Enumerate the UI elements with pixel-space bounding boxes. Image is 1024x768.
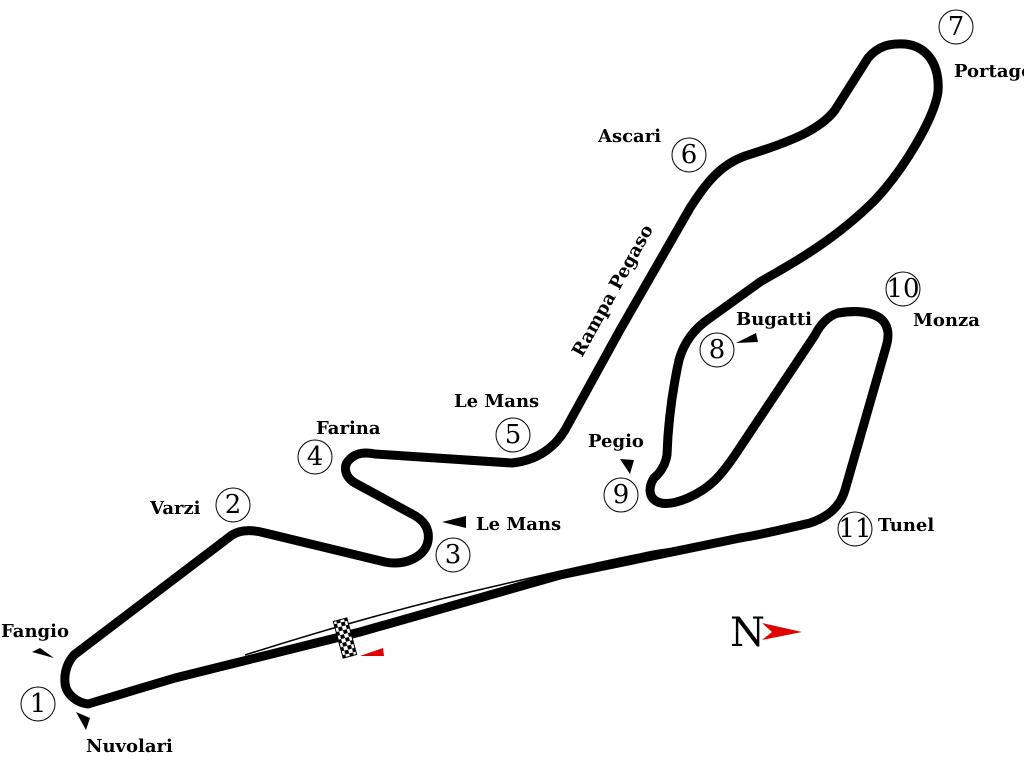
corner-label-nuvolari: Nuvolari (86, 736, 173, 757)
turn-marker-4: 4 (297, 439, 333, 475)
turn-number: 8 (709, 335, 726, 365)
nuvolari-pointer-icon (76, 712, 90, 730)
le-mans-pointer-icon (442, 516, 466, 528)
corner-label-fangio: Fangio (1, 621, 69, 642)
bugatti-pointer-icon (736, 333, 758, 343)
turn-marker-9: 9 (603, 477, 639, 513)
turn-number: 5 (505, 420, 522, 450)
north-arrow-icon (762, 623, 802, 640)
corner-label-monza: Monza (913, 310, 980, 331)
corner-label-varzi: Varzi (149, 498, 201, 519)
turn-marker-8: 8 (699, 332, 735, 368)
track-outline (60, 39, 943, 709)
turn-marker-7: 7 (938, 9, 974, 45)
corner-label-farina: Farina (316, 418, 381, 439)
turn-number: 11 (838, 514, 871, 544)
fangio-pointer-icon (32, 648, 54, 658)
corner-label-bugatti: Bugatti (736, 309, 812, 330)
turn-number: 7 (948, 12, 965, 42)
turn-marker-3: 3 (435, 537, 471, 573)
turn-marker-5: 5 (495, 417, 531, 453)
corner-label-le-mans: Le Mans (454, 391, 539, 412)
race-direction-arrow-icon (360, 648, 384, 656)
turn-number: 10 (886, 274, 919, 304)
corner-label-tunel: Tunel (878, 515, 934, 536)
pegio-pointer-icon (620, 459, 634, 474)
compass: N (730, 610, 802, 656)
corner-label-pegio: Pegio (588, 431, 644, 452)
turn-marker-6: 6 (671, 137, 707, 173)
turn-marker-1: 1 (20, 686, 56, 722)
corner-label-ascari: Ascari (597, 126, 661, 147)
turn-marker-2: 2 (215, 487, 251, 523)
turn-number: 2 (225, 490, 242, 520)
turn-number: 1 (30, 689, 47, 719)
corner-label-le-mans: Le Mans (476, 514, 561, 535)
turn-marker-11: 11 (837, 511, 873, 547)
turn-number: 6 (681, 140, 698, 170)
checkered-flag-icon (332, 617, 358, 659)
turn-number: 3 (445, 540, 462, 570)
turn-marker-10: 10 (885, 271, 921, 307)
turn-number: 9 (613, 480, 630, 510)
turn-number: 4 (307, 442, 324, 472)
compass-letter: N (730, 610, 765, 656)
corner-label-portage: Portage (954, 61, 1024, 82)
